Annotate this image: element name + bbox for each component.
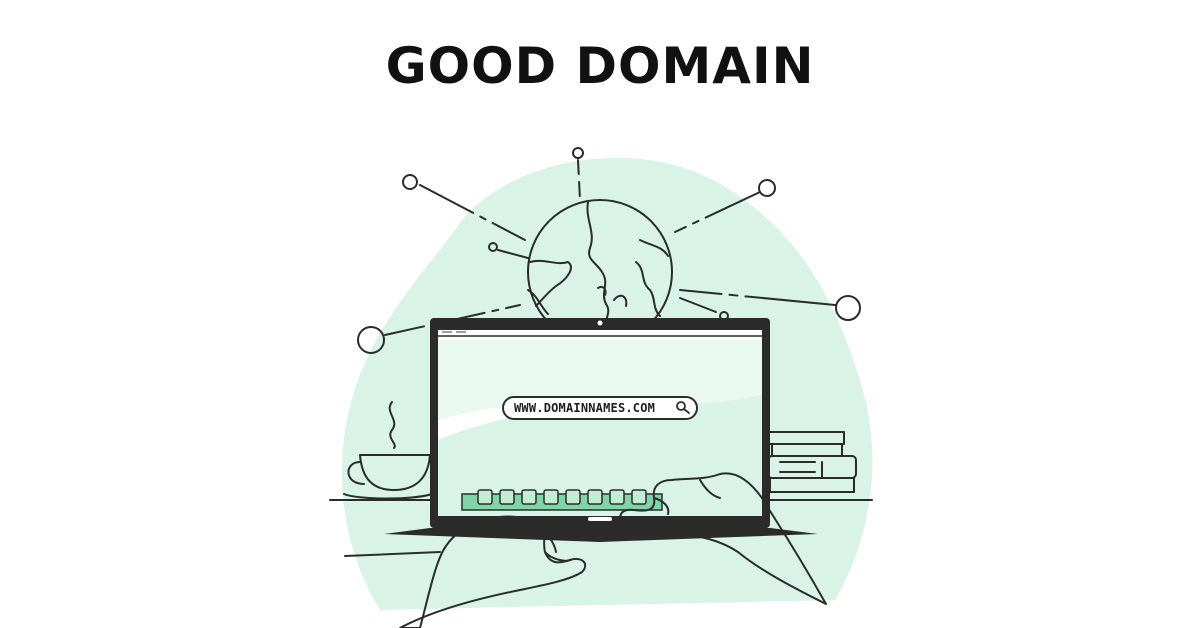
url-search-bar: WWW.DOMAINNAMES.COM <box>502 396 698 420</box>
url-bar-text: WWW.DOMAINNAMES.COM <box>514 401 655 415</box>
laptop-icon <box>384 318 818 542</box>
hands-icon <box>399 472 827 628</box>
coffee-cup-icon <box>329 401 441 501</box>
search-icon <box>676 401 690 414</box>
page-title: GOOD DOMAIN <box>385 37 815 95</box>
desk-line <box>344 551 441 557</box>
network-node-icon <box>357 147 861 354</box>
